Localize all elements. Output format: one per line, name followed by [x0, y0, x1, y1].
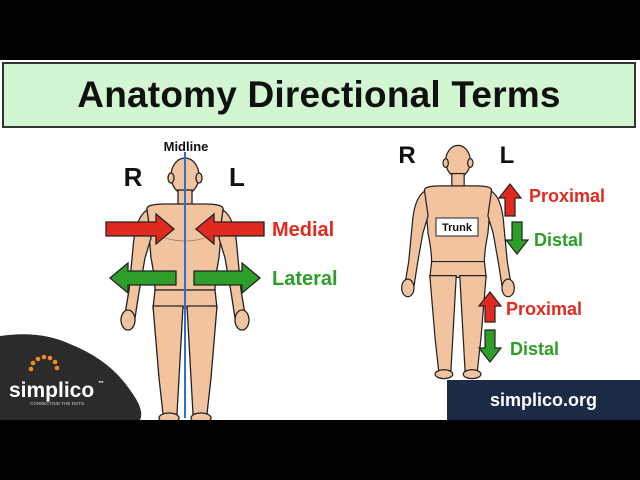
leg-proximal-label: Proximal: [506, 299, 582, 319]
midline-label: Midline: [164, 139, 209, 154]
left-side-letter-2: L: [500, 142, 515, 169]
arm-proximal-label: Proximal: [529, 186, 605, 206]
diagram-frame: Midline R L Medial Lateral R L Trunk: [0, 60, 640, 420]
title-banner: Anatomy Directional Terms: [2, 62, 636, 128]
logo-tagline: CONNECTING THE DOTS: [30, 401, 84, 406]
logo-trademark: ™: [98, 380, 104, 387]
website-badge[interactable]: simplico.org: [447, 380, 640, 420]
page-title: Anatomy Directional Terms: [77, 74, 560, 116]
logo-background-blob: [0, 334, 141, 420]
right-side-letter: R: [124, 162, 143, 192]
website-text[interactable]: simplico.org: [490, 390, 597, 411]
medial-label: Medial: [272, 219, 334, 241]
logo-name: simplico: [9, 379, 94, 402]
arm-distal-label: Distal: [534, 230, 583, 250]
lateral-label: Lateral: [272, 268, 338, 290]
right-side-letter-2: R: [398, 142, 415, 169]
trunk-label: Trunk: [442, 222, 473, 234]
arm-distal-arrow: [506, 222, 528, 254]
leg-distal-arrow: [479, 330, 501, 362]
leg-distal-label: Distal: [510, 339, 559, 359]
left-side-letter: L: [229, 162, 245, 192]
body-figure-front-right: [402, 145, 515, 378]
